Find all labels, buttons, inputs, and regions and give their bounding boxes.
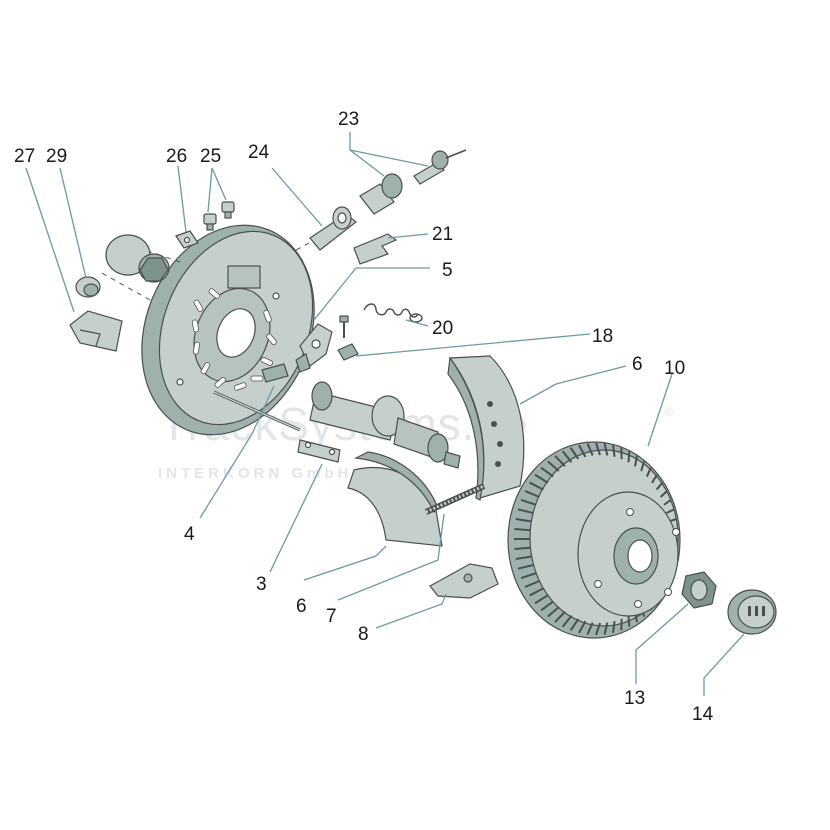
drum-fin xyxy=(595,622,601,636)
callout-25: 25 xyxy=(200,146,221,167)
brake-drum-part xyxy=(507,441,681,639)
callout-13: 13 xyxy=(624,688,645,709)
callout-18: 18 xyxy=(592,326,613,347)
drum-fin xyxy=(529,481,544,491)
small-bolt-part xyxy=(339,315,349,338)
adjuster-nut-part xyxy=(337,343,359,361)
drum-fin xyxy=(612,444,616,457)
drum-fin xyxy=(655,481,664,491)
drum-fin xyxy=(586,622,594,635)
callout-6-upper: 6 xyxy=(632,354,643,375)
drum-fin xyxy=(640,461,646,472)
drum-fin xyxy=(659,490,668,498)
drum-fin xyxy=(569,618,580,631)
callout-20: 20 xyxy=(432,318,453,339)
drum-fin xyxy=(524,490,540,498)
drum-fin xyxy=(517,563,534,570)
drum-fin xyxy=(517,508,534,515)
drum-fin xyxy=(534,594,549,605)
drum-fin xyxy=(595,442,601,456)
callout-3: 3 xyxy=(256,574,267,595)
drum-fin xyxy=(529,587,544,597)
callout-14: 14 xyxy=(692,704,714,725)
drum-fin xyxy=(578,444,587,458)
callout-24: 24 xyxy=(248,142,270,163)
small-cap-part xyxy=(75,276,101,298)
drum-fin xyxy=(612,621,616,634)
callout-labels: 27 29 26 25 24 23 21 5 20 18 6 10 4 3 6 … xyxy=(14,109,714,725)
adjuster-screw-part xyxy=(424,483,486,515)
drum-fin xyxy=(634,455,638,467)
drum-fin xyxy=(524,580,540,588)
wheel-wedge-part xyxy=(69,310,123,352)
dust-cap-part xyxy=(727,589,777,635)
lever-part xyxy=(309,206,357,251)
drum-fin xyxy=(586,443,594,456)
drum-fin xyxy=(547,606,560,618)
drum-fin xyxy=(561,615,573,628)
drum-fin xyxy=(520,572,537,579)
drum-fin xyxy=(514,546,531,551)
callout-4: 4 xyxy=(184,524,195,545)
drum-fin xyxy=(515,518,532,523)
bowden-pin-part xyxy=(359,149,467,215)
callout-26: 26 xyxy=(166,146,187,167)
callout-21: 21 xyxy=(432,224,453,245)
drum-fin xyxy=(554,455,566,467)
drum-fin xyxy=(540,466,554,478)
drum-fin xyxy=(569,447,580,460)
axle-stub-part xyxy=(309,381,461,469)
drum-fin xyxy=(561,450,573,463)
callout-5: 5 xyxy=(442,260,453,281)
drum-fin xyxy=(663,499,672,506)
callout-7: 7 xyxy=(326,606,337,627)
drum-fin xyxy=(540,600,554,612)
callout-27: 27 xyxy=(14,146,35,167)
leader-lines xyxy=(25,132,745,696)
callout-23: 23 xyxy=(338,109,359,130)
drum-fin xyxy=(651,474,658,484)
hub-nut-part xyxy=(681,571,717,609)
drum-fin xyxy=(603,622,609,635)
watermark-company: INTERKORN GmbH xyxy=(158,465,352,482)
drum-fin xyxy=(578,620,587,634)
drum-fin xyxy=(645,467,652,477)
spring-clip-part xyxy=(353,233,398,265)
drum-fin xyxy=(627,615,631,627)
drum-fin xyxy=(520,499,537,506)
brake-shoe-lower-part xyxy=(347,451,443,547)
callout-29: 29 xyxy=(46,146,67,167)
drum-fin xyxy=(603,443,609,456)
drum-fin xyxy=(554,611,566,623)
callout-6-lower: 6 xyxy=(296,596,307,617)
clip-plate-part xyxy=(175,230,199,249)
drum-fin xyxy=(547,460,560,472)
expander-clip-part xyxy=(429,563,499,599)
watermark-registered: ® xyxy=(664,405,673,419)
drum-fin xyxy=(514,527,531,532)
bearing-part xyxy=(105,234,170,283)
drum-fin xyxy=(666,508,675,514)
backing-plate xyxy=(141,224,315,436)
adjuster-bolts-part xyxy=(203,201,235,231)
drum-fin xyxy=(515,555,532,560)
expander-lever-part xyxy=(295,323,333,373)
drum-fin xyxy=(627,451,631,463)
callout-10: 10 xyxy=(664,358,685,379)
link-plate-part xyxy=(297,439,341,463)
return-spring-part xyxy=(363,303,423,323)
callout-8: 8 xyxy=(358,624,369,645)
drum-fin xyxy=(534,473,549,484)
